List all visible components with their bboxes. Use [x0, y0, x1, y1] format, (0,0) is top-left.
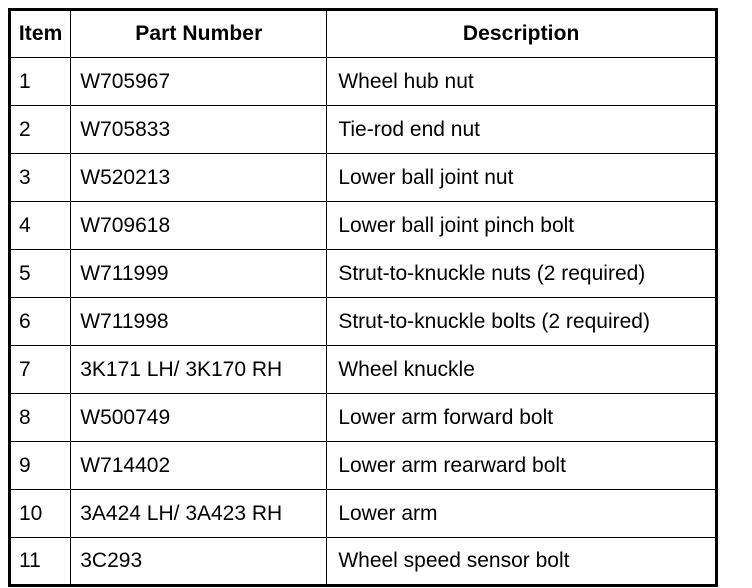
cell-part-number: 3K171 LH/ 3K170 RH — [70, 345, 328, 394]
cell-part-number: 3A424 LH/ 3A423 RH — [70, 489, 328, 538]
cell-item: 9 — [8, 441, 72, 490]
table-header-row: Item Part Number Description — [8, 9, 717, 58]
cell-item: 3 — [8, 153, 72, 202]
cell-description: Lower arm forward bolt — [326, 393, 717, 442]
cell-item: 5 — [8, 249, 72, 298]
cell-item: 10 — [8, 489, 72, 538]
cell-item: 8 — [8, 393, 72, 442]
cell-item: 7 — [8, 345, 72, 394]
cell-description: Strut-to-knuckle bolts (2 required) — [326, 297, 717, 346]
cell-part-number: W711999 — [70, 249, 328, 298]
cell-part-number: W714402 — [70, 441, 328, 490]
column-header-item: Item — [8, 9, 72, 58]
cell-item: 4 — [8, 201, 72, 250]
cell-description: Strut-to-knuckle nuts (2 required) — [326, 249, 717, 298]
cell-description: Wheel hub nut — [326, 57, 717, 106]
cell-description: Lower ball joint nut — [326, 153, 717, 202]
cell-description: Lower arm rearward bolt — [326, 441, 717, 490]
cell-item: 11 — [8, 537, 72, 586]
cell-part-number: W520213 — [70, 153, 328, 202]
cell-description: Tie-rod end nut — [326, 105, 717, 154]
cell-part-number: W711998 — [70, 297, 328, 346]
cell-part-number: W705833 — [70, 105, 328, 154]
cell-item: 2 — [8, 105, 72, 154]
table-header: Item Part Number Description — [8, 9, 717, 58]
column-header-part-number: Part Number — [70, 9, 328, 58]
cell-description: Wheel speed sensor bolt — [326, 537, 717, 586]
cell-part-number: 3C293 — [70, 537, 328, 586]
cell-item: 1 — [8, 57, 72, 106]
cell-item: 6 — [8, 297, 72, 346]
cell-description: Wheel knuckle — [326, 345, 717, 394]
cell-part-number: W500749 — [70, 393, 328, 442]
cell-description: Lower arm — [326, 489, 717, 538]
cell-description: Lower ball joint pinch bolt — [326, 201, 717, 250]
cell-part-number: W709618 — [70, 201, 328, 250]
column-header-description: Description — [326, 9, 717, 58]
cell-part-number: W705967 — [70, 57, 328, 106]
